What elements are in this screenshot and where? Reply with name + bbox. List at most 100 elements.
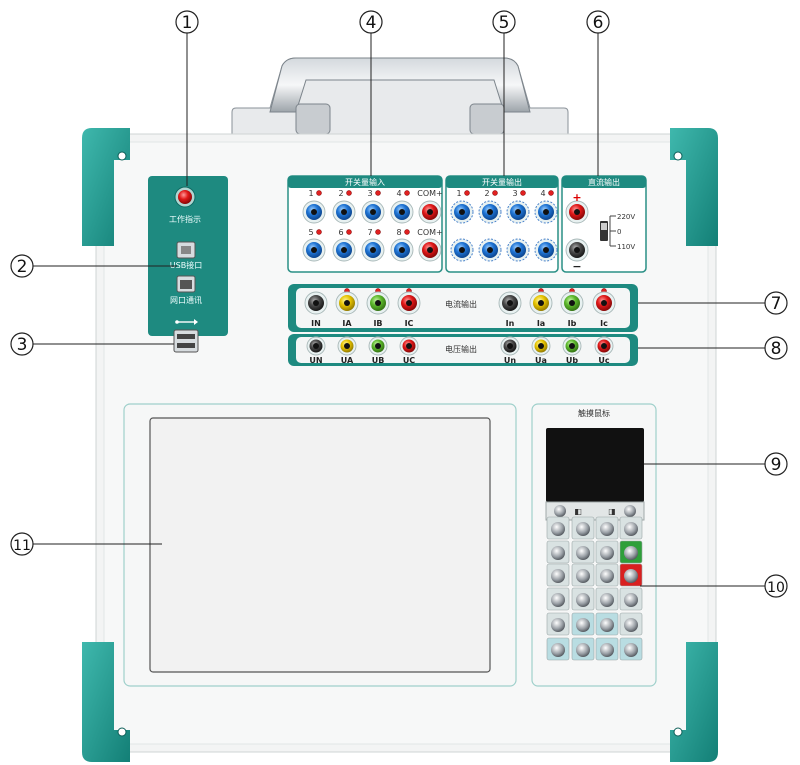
callout-circle	[764, 574, 788, 598]
voltage-output-label: UN	[309, 356, 322, 365]
current-output-title: 电流输出	[445, 299, 477, 309]
binary-output-title: 开关量输出	[482, 177, 522, 187]
callout-circle	[10, 254, 34, 278]
keypad-knob	[624, 522, 638, 536]
bi-top-label: 1	[308, 189, 313, 198]
led-indicator	[316, 190, 322, 196]
callout-number: 4	[366, 13, 377, 33]
callout-number: 8	[771, 339, 782, 359]
callout-number: 6	[593, 13, 604, 33]
binary-input-jack[interactable]	[418, 200, 442, 224]
binary-input-jack[interactable]	[302, 200, 326, 224]
binary-output-jack[interactable]	[478, 238, 502, 262]
keypad-knob	[600, 522, 614, 536]
binary-input-jack[interactable]	[332, 238, 356, 262]
callout-number: 2	[17, 257, 28, 277]
usb-a-ports[interactable]	[173, 329, 199, 353]
current-output-label: Ic	[600, 319, 608, 328]
binary-output-jack[interactable]	[450, 238, 474, 262]
callout-circle	[764, 291, 788, 315]
callout-number: 9	[771, 455, 782, 475]
keypad-knob	[600, 618, 614, 632]
keypad-knob	[576, 618, 590, 632]
keypad-knob	[551, 643, 565, 657]
current-output-label: Ib	[568, 319, 577, 328]
keypad-knob	[551, 593, 565, 607]
callout-circle	[492, 10, 516, 34]
current-output-jack[interactable]	[529, 291, 553, 315]
mouse-buttons[interactable]: ◧ ◨	[554, 505, 636, 517]
dc-negative-jack[interactable]	[565, 238, 589, 262]
voltage-output-jack[interactable]	[562, 336, 582, 356]
current-output-label: In	[506, 319, 515, 328]
binary-output-jack[interactable]	[506, 238, 530, 262]
binary-input-jack[interactable]	[302, 238, 326, 262]
bi-top-label: 2	[338, 189, 343, 198]
bi-top-label: 3	[367, 189, 372, 198]
dc-positive-jack[interactable]	[565, 200, 589, 224]
binary-output-jack[interactable]	[450, 200, 474, 224]
binary-output-jack[interactable]	[534, 238, 558, 262]
led-indicator	[346, 229, 352, 235]
bi-bottom-label: 5	[308, 228, 313, 237]
voltage-output-jack[interactable]	[306, 336, 326, 356]
binary-input-title: 开关量输入	[345, 177, 385, 187]
binary-input-jack[interactable]	[390, 238, 414, 262]
current-output-jack[interactable]	[397, 291, 421, 315]
binary-input-jack[interactable]	[361, 238, 385, 262]
keypad-keys[interactable]	[546, 516, 643, 661]
voltage-output-label: UC	[403, 356, 415, 365]
voltage-output-jack[interactable]	[399, 336, 419, 356]
bi-bottom-label: 8	[396, 228, 401, 237]
bi-top-label: 4	[396, 189, 401, 198]
usb-label: USB接口	[170, 260, 202, 270]
voltage-output-jack[interactable]	[337, 336, 357, 356]
callout-circle	[764, 336, 788, 360]
keypad-title: 触摸鼠标	[578, 408, 610, 418]
voltage-output-jack[interactable]	[368, 336, 388, 356]
v0-label: 0	[617, 228, 621, 236]
current-output-jack[interactable]	[335, 291, 359, 315]
current-output-jack[interactable]	[560, 291, 584, 315]
current-output-jack[interactable]	[304, 291, 328, 315]
callout-circle	[586, 10, 610, 34]
binary-output-jack[interactable]	[534, 200, 558, 224]
voltage-output-label: Uc	[598, 356, 609, 365]
led-indicator	[316, 229, 322, 235]
binary-input-jack[interactable]	[390, 200, 414, 224]
binary-output-jack[interactable]	[478, 200, 502, 224]
dc-plus-label: +	[572, 191, 581, 204]
binary-output-jack[interactable]	[506, 200, 530, 224]
keypad-knob	[624, 546, 638, 560]
bi-bottom-label: COM+	[417, 228, 443, 237]
v220-label: 220V	[617, 213, 635, 221]
bo-label: 3	[512, 189, 517, 198]
current-output-label: IA	[342, 319, 352, 328]
binary-input-jack[interactable]	[418, 238, 442, 262]
touchpad-screen[interactable]	[546, 428, 644, 502]
callout-number: 1	[182, 13, 193, 33]
current-output-jack[interactable]	[366, 291, 390, 315]
binary-input-jack[interactable]	[332, 200, 356, 224]
callout-number: 7	[771, 294, 782, 314]
carry-handle	[231, 57, 569, 137]
lcd-screen[interactable]	[149, 417, 491, 673]
callout-number: 11	[13, 538, 31, 554]
led-indicator	[520, 190, 526, 196]
voltage-selector-switch[interactable]	[600, 215, 616, 247]
callout-circle	[359, 10, 383, 34]
current-output-jack[interactable]	[592, 291, 616, 315]
current-output-jack[interactable]	[498, 291, 522, 315]
keypad-knob	[600, 593, 614, 607]
keypad-knob	[624, 569, 638, 583]
keypad-knob	[600, 546, 614, 560]
voltage-output-jack[interactable]	[500, 336, 520, 356]
binary-input-jack[interactable]	[361, 200, 385, 224]
current-output-label: IB	[373, 319, 382, 328]
keypad-knob	[624, 618, 638, 632]
keypad-knob	[624, 593, 638, 607]
voltage-output-label: UB	[372, 356, 385, 365]
voltage-output-jack[interactable]	[531, 336, 551, 356]
voltage-output-jack[interactable]	[594, 336, 614, 356]
